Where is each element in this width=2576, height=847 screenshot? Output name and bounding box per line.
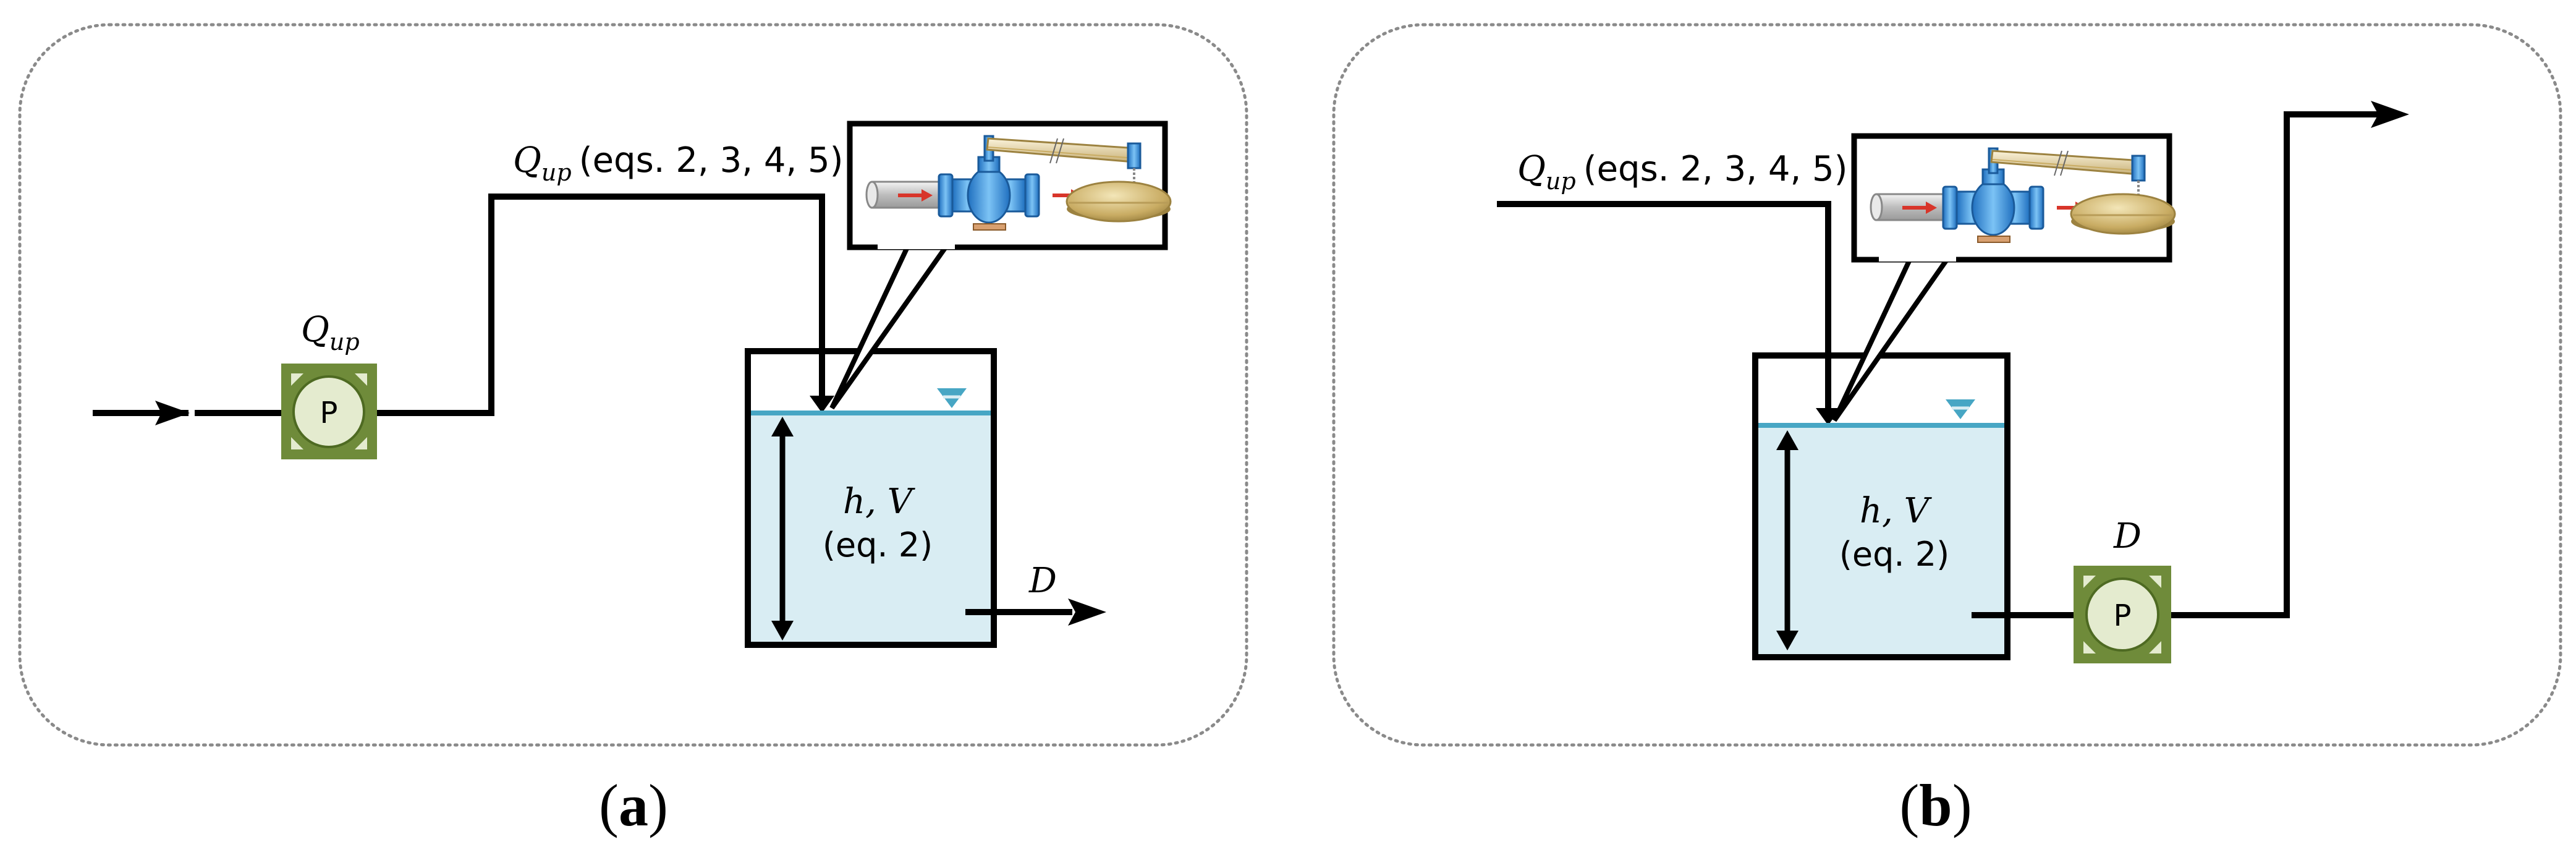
panel-b: Qup (eqs. 2, 3, 4, 5) h, V (eq. 2) P D [1332, 23, 2562, 838]
pump-icon [281, 364, 377, 459]
tank-water [748, 413, 994, 645]
tank-vars: h, V [1860, 491, 1933, 531]
tank-eq: (eq. 2) [823, 526, 933, 564]
outflow-arrowhead [1068, 598, 1106, 626]
pump-letter: P [320, 396, 338, 430]
discharge-pipe [2171, 111, 2378, 618]
pump-flow-sub: up [329, 328, 360, 355]
pump-letter: P [2114, 598, 2132, 633]
inflow-sub: up [541, 159, 572, 186]
valve-callout-pointer [1832, 257, 1952, 422]
pump-flow-label: Qup [301, 310, 360, 355]
tank-eq: (eq. 2) [1839, 535, 1949, 574]
inflow-var: Q [1517, 149, 1546, 189]
pump-icon [2074, 566, 2171, 663]
caption-b: (b) [1899, 772, 1972, 838]
discharge-arrowhead [2371, 101, 2409, 128]
inflow-label: Qup (eqs. 2, 3, 4, 5) [513, 140, 844, 186]
inflow-eqs: (eqs. 2, 3, 4, 5) [579, 140, 844, 181]
inflow-var: Q [513, 140, 541, 181]
pump-flow-var: Q [301, 310, 329, 350]
supply-pipe-arrowhead [810, 396, 834, 413]
supply-pipe [377, 194, 825, 416]
tank-vars: h, V [843, 482, 916, 522]
outflow-label: D [1028, 561, 1057, 601]
caption-a: (a) [599, 772, 668, 838]
tank-water [1755, 425, 2007, 657]
pump-flow-label: D [2113, 516, 2142, 556]
panel-a-frame [18, 23, 1248, 747]
panel-b-frame [1332, 23, 2562, 747]
inflow-label: Qup (eqs. 2, 3, 4, 5) [1517, 149, 1848, 195]
inflow-eqs: (eqs. 2, 3, 4, 5) [1583, 149, 1848, 189]
inflow-sub: up [1546, 168, 1576, 195]
panel-a: P Qup Qup(eqs. 2, 3, 4, 5) h, V (eq. 2) … [18, 23, 1248, 838]
valve-callout-pointer [829, 245, 951, 410]
supply-pipe-arrowhead [1816, 408, 1841, 425]
supply-pipe [1497, 201, 1831, 420]
